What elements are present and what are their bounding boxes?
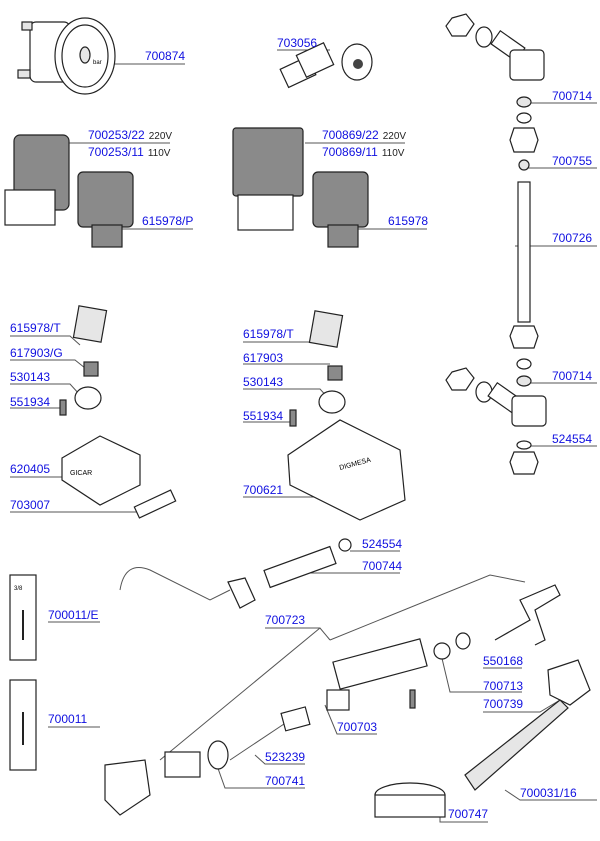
part-number[interactable]: 700253/22 bbox=[88, 128, 145, 142]
part-label-700703[interactable]: 700703 bbox=[337, 720, 378, 734]
voltage: 220V bbox=[148, 131, 173, 142]
part-label-700011[interactable]: 700011 bbox=[48, 712, 88, 726]
part-label-700874[interactable]: 700874 bbox=[145, 49, 186, 63]
pressure-gauge: bar bbox=[17, 17, 116, 95]
part-label-615978-t-mid[interactable]: 615978/T bbox=[243, 327, 294, 341]
part-label-551934-mid[interactable]: 551934 bbox=[243, 409, 284, 423]
angle-valve-703056 bbox=[279, 41, 373, 89]
part-label-700755[interactable]: 700755 bbox=[552, 154, 593, 168]
voltage: 110V bbox=[147, 148, 171, 159]
part-label-617903[interactable]: 617903 bbox=[243, 351, 284, 365]
steam-wand-assembly bbox=[104, 584, 591, 818]
part-label-620405[interactable]: 620405 bbox=[10, 462, 51, 476]
flowmeter-gicar: GICAR bbox=[59, 305, 177, 519]
part-number[interactable]: 700253/11 bbox=[88, 145, 144, 159]
part-label-551934-left[interactable]: 551934 bbox=[10, 395, 51, 409]
svg-text:3/8: 3/8 bbox=[14, 586, 23, 592]
part-number[interactable]: 700869/22 bbox=[322, 128, 379, 142]
part-label-703056[interactable]: 703056 bbox=[277, 36, 318, 50]
solenoid-valve-700253 bbox=[4, 134, 134, 248]
part-label-700621[interactable]: 700621 bbox=[243, 483, 284, 497]
part-label-617903-g[interactable]: 617903/G bbox=[10, 346, 63, 360]
part-label-700739[interactable]: 700739 bbox=[483, 697, 524, 711]
elbow-fitting-top bbox=[445, 13, 547, 475]
part-label-524554-bottom[interactable]: 524554 bbox=[362, 537, 403, 551]
part-label-700713[interactable]: 700713 bbox=[483, 679, 524, 693]
part-label-530143-mid[interactable]: 530143 bbox=[243, 375, 284, 389]
part-label-530143-left[interactable]: 530143 bbox=[10, 370, 51, 384]
part-label-700726[interactable]: 700726 bbox=[552, 231, 593, 245]
solenoid-valve-700869 bbox=[232, 127, 369, 248]
voltage: 110V bbox=[381, 148, 405, 159]
part-label-700741[interactable]: 700741 bbox=[265, 774, 306, 788]
part-number[interactable]: 700869/11 bbox=[322, 145, 378, 159]
voltage: 220V bbox=[382, 131, 407, 142]
part-label-700031-16[interactable]: 700031/16 bbox=[520, 786, 577, 800]
part-label-615978-p[interactable]: 615978/P bbox=[142, 214, 194, 228]
part-label-700714-top[interactable]: 700714 bbox=[552, 89, 593, 103]
flowmeter-digmesa: DIGMESA bbox=[287, 310, 406, 521]
part-label-550168[interactable]: 550168 bbox=[483, 654, 524, 668]
part-label-703007[interactable]: 703007 bbox=[10, 498, 51, 512]
part-label-700714-bottom[interactable]: 700714 bbox=[552, 369, 593, 383]
part-label-700723[interactable]: 700723 bbox=[265, 613, 306, 627]
pipe-and-filter bbox=[119, 538, 352, 609]
part-label-615978-t-left[interactable]: 615978/T bbox=[10, 321, 61, 335]
check-valves: 3/8 bbox=[9, 574, 37, 771]
part-label-523239[interactable]: 523239 bbox=[265, 750, 306, 764]
part-label-524554-right[interactable]: 524554 bbox=[552, 432, 593, 446]
svg-text:bar: bar bbox=[93, 60, 102, 66]
part-label-615978[interactable]: 615978 bbox=[388, 214, 429, 228]
part-label-700011-e[interactable]: 700011/E bbox=[48, 608, 99, 622]
part-label-700747[interactable]: 700747 bbox=[448, 807, 489, 821]
svg-text:GICAR: GICAR bbox=[70, 470, 92, 477]
part-label-700744[interactable]: 700744 bbox=[362, 559, 403, 573]
